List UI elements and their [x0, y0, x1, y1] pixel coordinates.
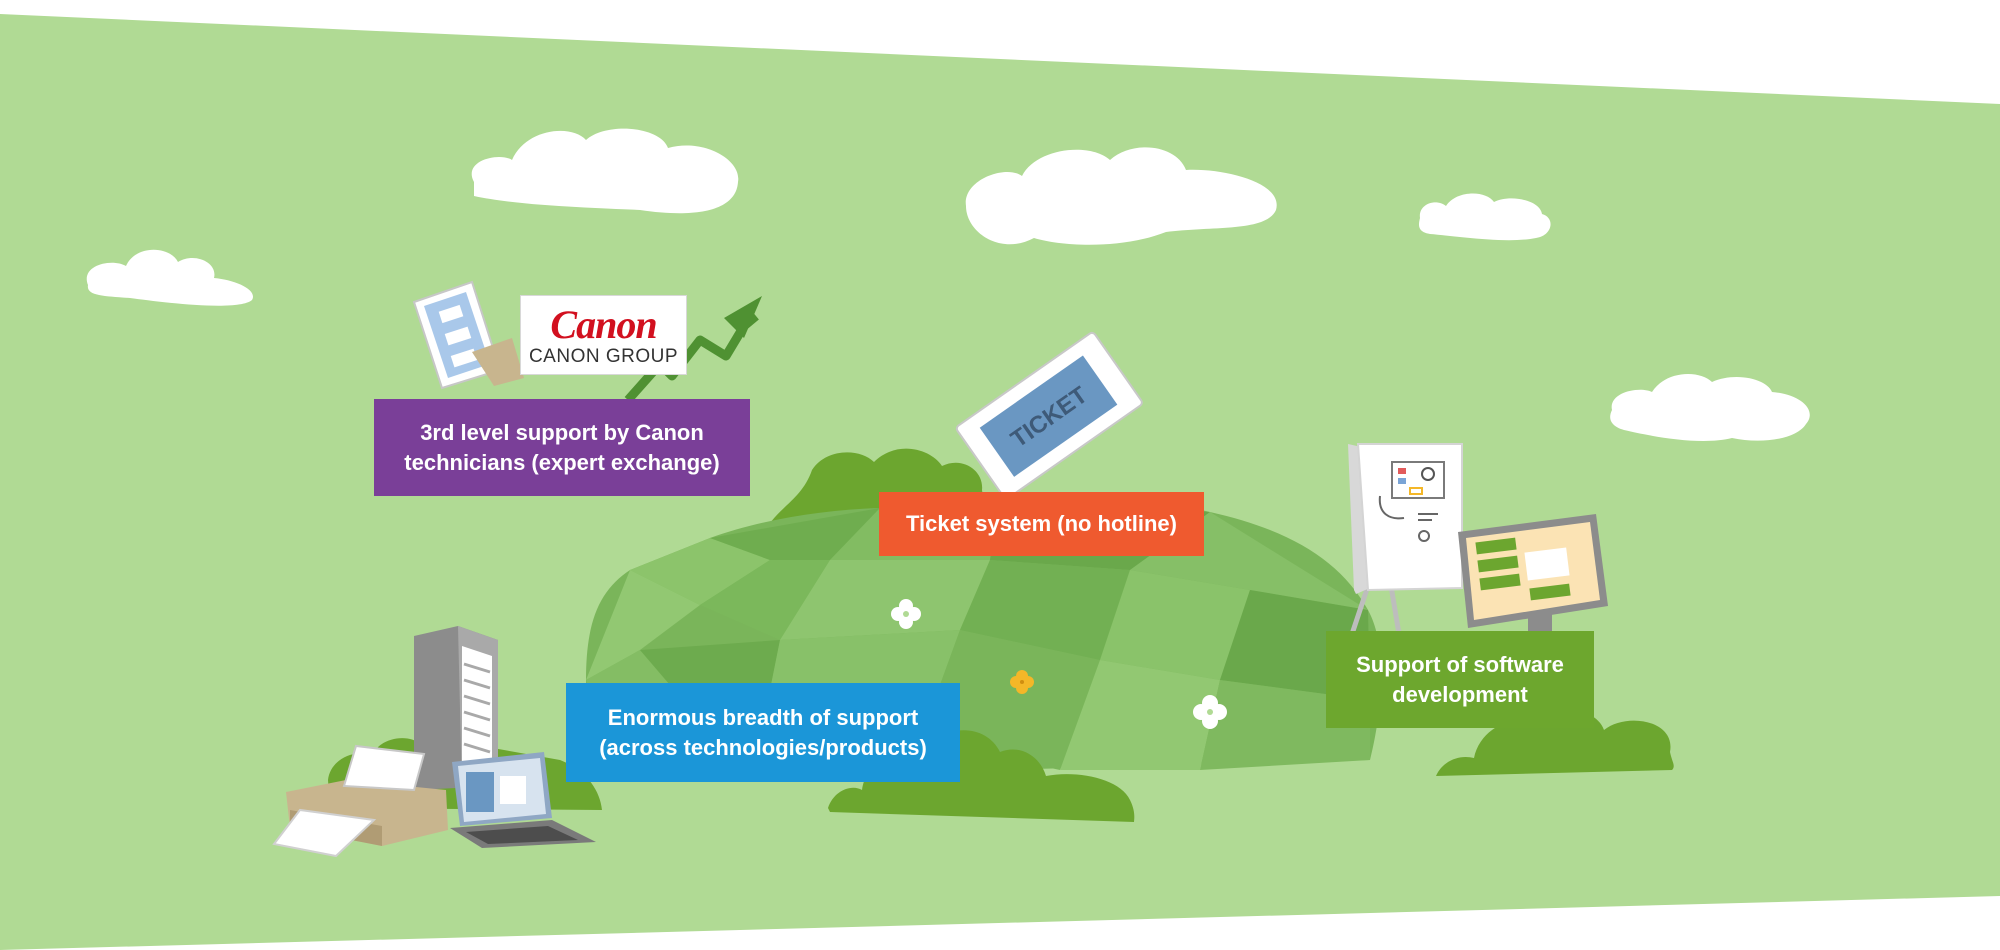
software-development-label: Support of software development	[1326, 631, 1594, 728]
bush-icon	[828, 730, 1135, 822]
third-level-support-label: 3rd level support by Canon technicians (…	[374, 399, 750, 496]
third-level-support-line-1: 3rd level support by Canon	[420, 419, 704, 445]
ticket-system-text: Ticket system (no hotline)	[906, 511, 1177, 536]
cloud-icon	[1610, 373, 1810, 441]
bush-icon	[1436, 708, 1674, 776]
monitor-icon	[1458, 514, 1608, 634]
flipchart-icon	[1347, 443, 1463, 641]
flower-icon	[1010, 670, 1034, 694]
laptop-icon	[450, 752, 596, 848]
breadth-of-support-line-1: Enormous breadth of support	[607, 704, 919, 730]
cloud-icon	[471, 128, 739, 214]
canon-group-label: CANON GROUP	[528, 346, 679, 367]
printer-icon	[272, 744, 448, 858]
breadth-of-support-label: Enormous breadth of support (across tech…	[566, 683, 960, 782]
document-icon	[412, 280, 524, 390]
clouds	[86, 128, 1810, 441]
cloud-icon	[1419, 193, 1551, 241]
software-development-line-1: Support of software	[1356, 651, 1564, 677]
breadth-of-support-line-2: (across technologies/products)	[599, 734, 927, 760]
server-tower-icon	[414, 626, 498, 792]
third-level-support-line-2: technicians (expert exchange)	[404, 449, 720, 475]
cloud-icon	[86, 249, 254, 306]
flower-icon	[1193, 695, 1227, 729]
ticket-system-label: Ticket system (no hotline)	[879, 492, 1204, 556]
flower-icon	[891, 599, 921, 629]
cloud-icon	[965, 147, 1277, 245]
canon-logo: Canon CANON GROUP	[520, 295, 687, 375]
ticket-icon: TICKET	[955, 331, 1143, 500]
canon-logo-wordmark: Canon	[550, 302, 657, 347]
software-development-line-2: development	[1392, 681, 1528, 707]
